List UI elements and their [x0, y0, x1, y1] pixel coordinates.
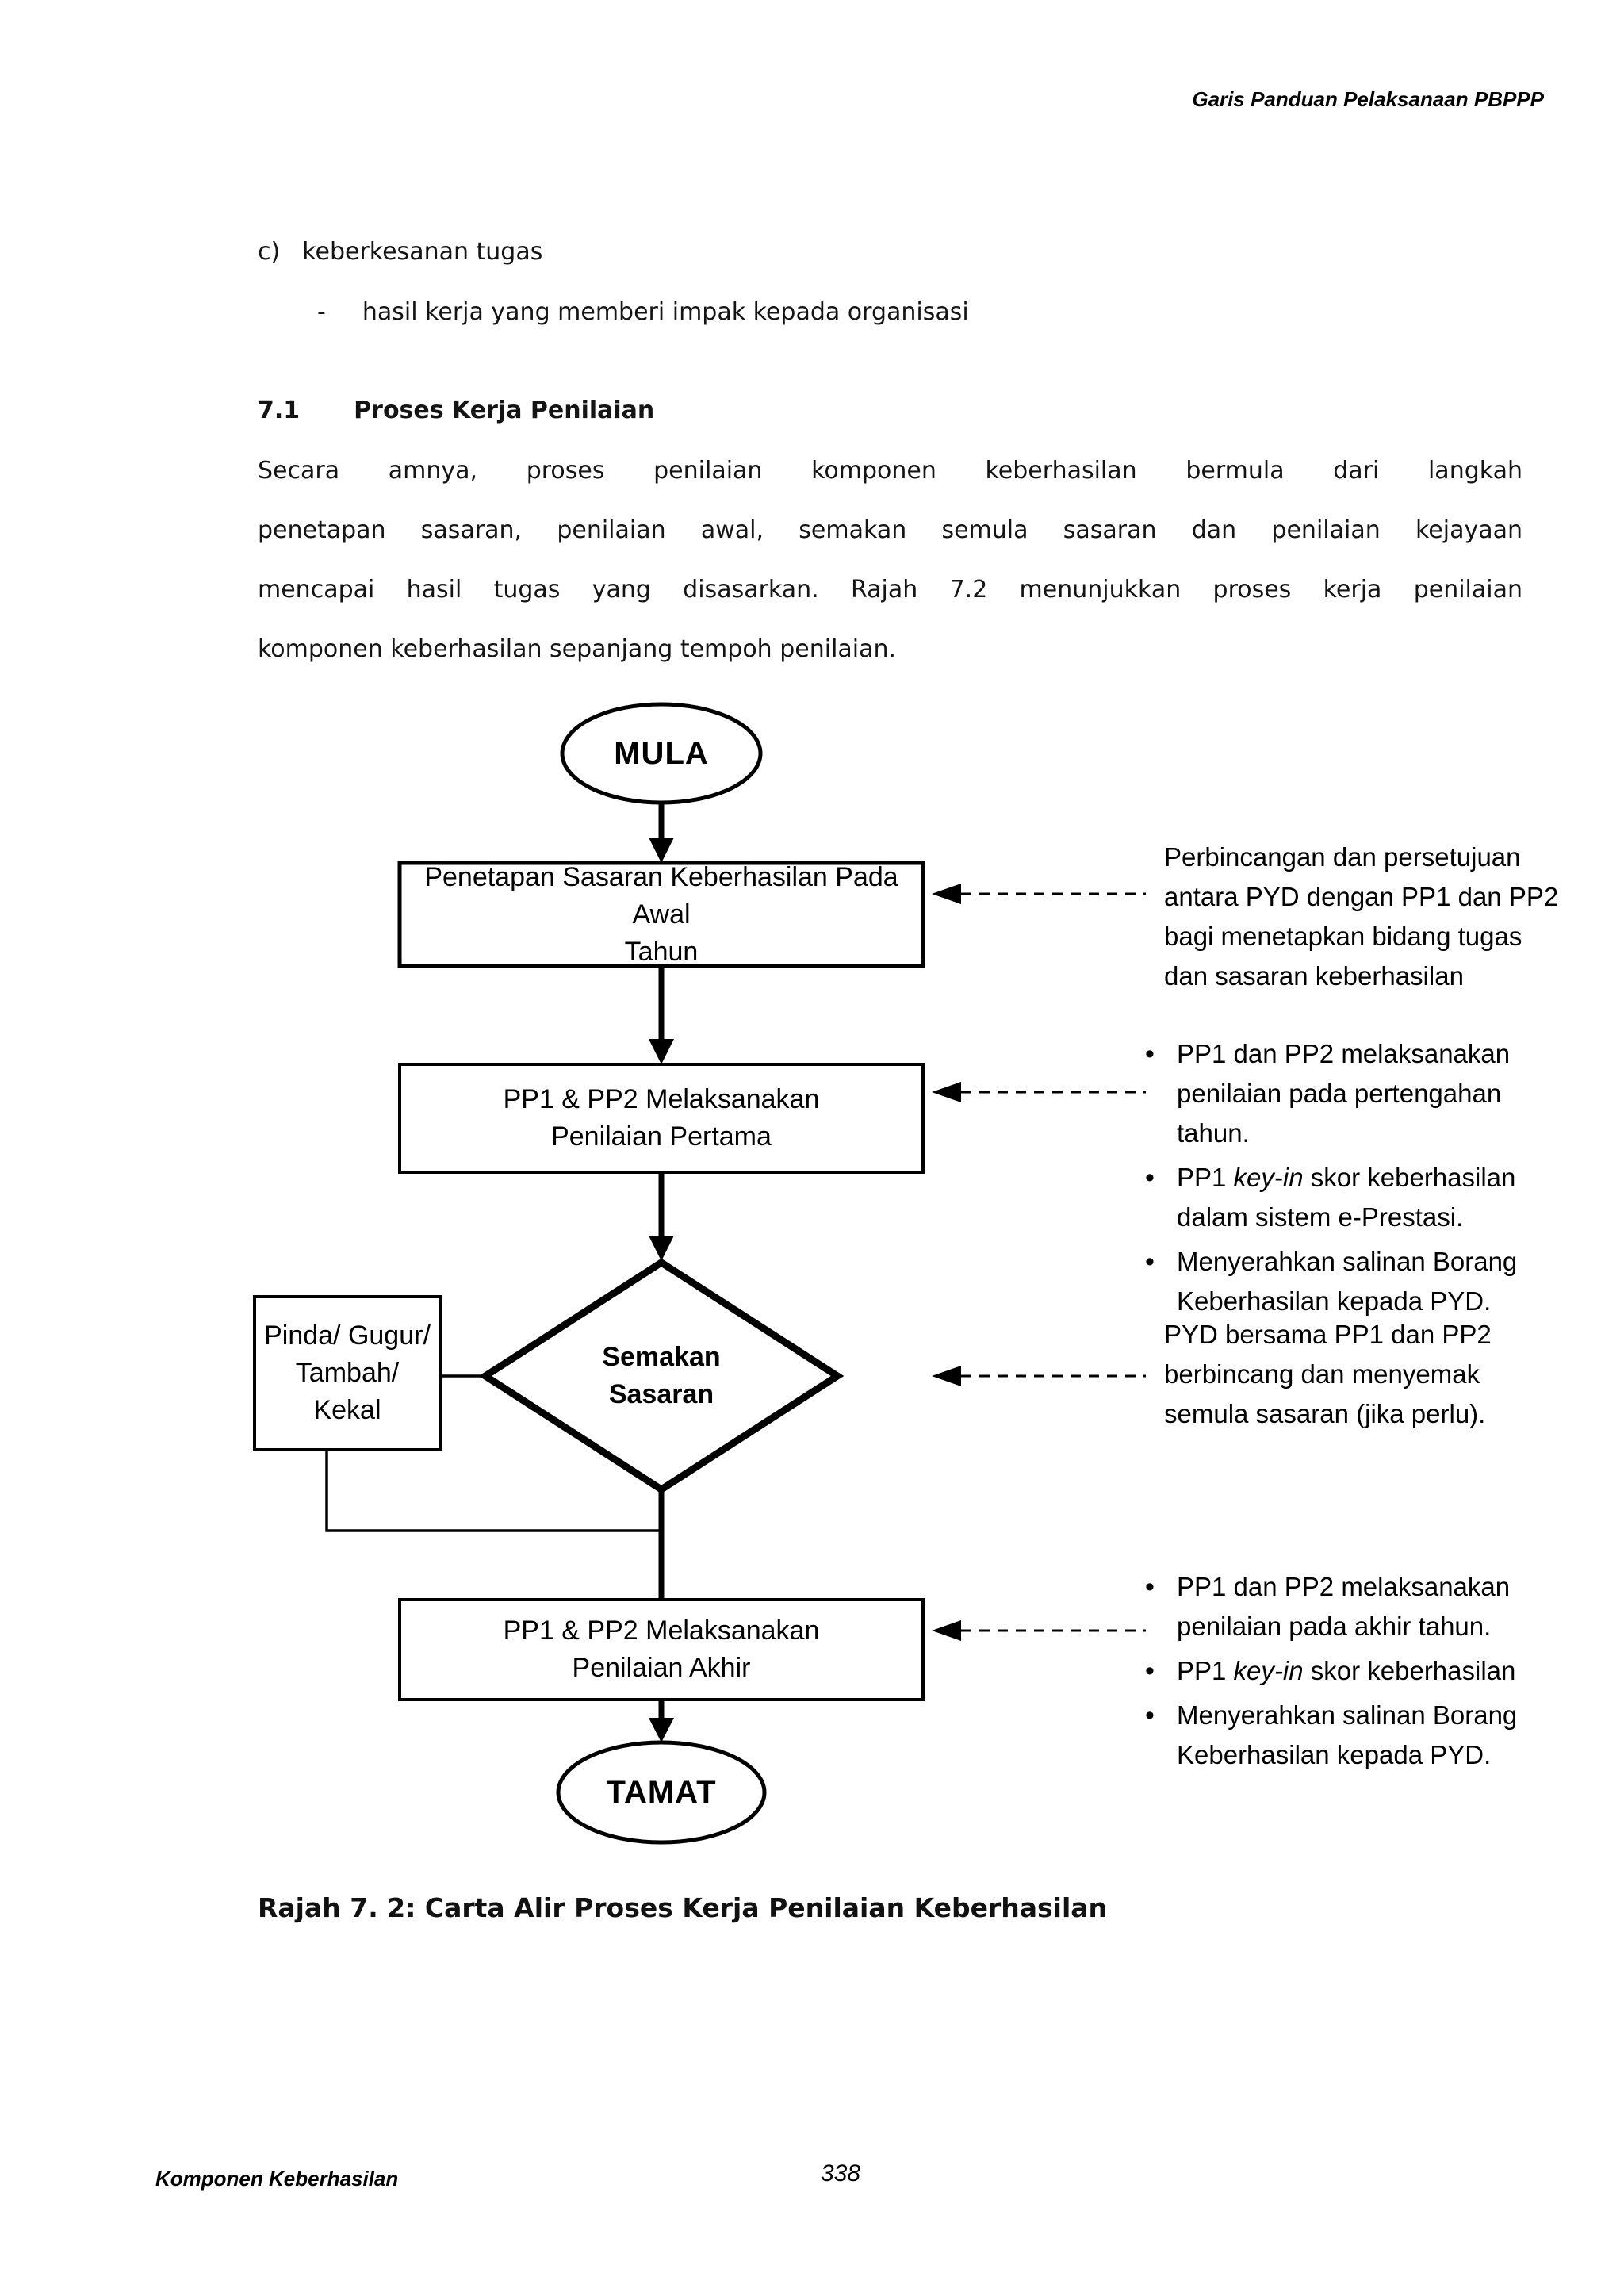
process-box-1-line2: Tahun — [624, 936, 699, 967]
annotation-decision: PYD bersama PP1 dan PP2 berbincang dan m… — [1164, 1315, 1492, 1434]
bullet-seg: skor keberhasilan — [1303, 1656, 1516, 1685]
bullet-text: PP1 key-in skor keberhasilan — [1177, 1651, 1538, 1691]
process-box-2-line2: Penilaian Pertama — [551, 1121, 772, 1152]
list-subitem-marker: - — [317, 298, 326, 326]
bullet-seg: PP1 dan PP2 melaksanakan penilaian pada … — [1177, 1572, 1511, 1641]
process-box-1-line1: Penetapan Sasaran Keberhasilan Pada Awal — [424, 861, 898, 930]
arrowhead-icon — [649, 1039, 674, 1064]
bullet-item: • Menyerahkan salinan Borang Keberhasila… — [1145, 1242, 1538, 1321]
side-option-line1: Pinda/ Gugur/ — [264, 1320, 431, 1351]
bullet-text: Menyerahkan salinan Borang Keberhasilan … — [1177, 1242, 1538, 1321]
bullet-text: PP1 dan PP2 melaksanakan penilaian pada … — [1177, 1567, 1538, 1646]
bullet-seg: PP1 — [1177, 1656, 1234, 1685]
figure-caption: Rajah 7. 2: Carta Alir Proses Kerja Peni… — [258, 1892, 1108, 1923]
annotation-line: Perbincangan dan persetujuan — [1164, 842, 1521, 872]
decision-line1: Semakan — [602, 1342, 721, 1372]
arrowhead-icon — [649, 1718, 674, 1742]
bullet-item: • PP1 key-in skor keberhasilan dalam sis… — [1145, 1158, 1538, 1237]
side-option-line2: Tambah/ Kekal — [295, 1358, 400, 1425]
bullet-seg: PP1 dan PP2 melaksanakan penilaian pada … — [1177, 1039, 1511, 1148]
side-option-box — [253, 1295, 442, 1451]
arrowhead-icon — [649, 1236, 674, 1261]
bullet-seg: PP1 — [1177, 1163, 1234, 1192]
bullet-item: • PP1 dan PP2 melaksanakan penilaian pad… — [1145, 1567, 1538, 1646]
annotation-line: semula sasaran (jika perlu). — [1164, 1399, 1486, 1428]
bullet-seg-italic: key-in — [1233, 1163, 1304, 1192]
bullet-seg: skor keberhasilan dalam sistem e-Prestas… — [1177, 1163, 1516, 1232]
arrowhead-icon — [932, 1620, 961, 1641]
paragraph-line: mencapai hasil tugas yang disasarkan. Ra… — [258, 576, 1522, 604]
bullet-seg-italic: key-in — [1233, 1656, 1304, 1685]
annotation-line: bagi menetapkan bidang tugas — [1164, 922, 1522, 951]
annotation-box3: • PP1 dan PP2 melaksanakan penilaian pad… — [1145, 1567, 1538, 1780]
process-box-3-line2: Penilaian Akhir — [572, 1653, 751, 1683]
bullet-icon: • — [1145, 1163, 1155, 1193]
end-terminal-ellipse — [556, 1740, 767, 1845]
bullet-text: Menyerahkan salinan Borang Keberhasilan … — [1177, 1696, 1538, 1775]
process-box-2-line1: PP1 & PP2 Melaksanakan — [503, 1084, 820, 1114]
bullet-item: • Menyerahkan salinan Borang Keberhasila… — [1145, 1696, 1538, 1775]
annotation-line: PYD bersama PP1 dan PP2 — [1164, 1320, 1492, 1349]
paragraph-line: Secara amnya, proses penilaian komponen … — [258, 457, 1522, 485]
dashed-arrow-ann4 — [932, 1620, 1146, 1641]
process-box-3-line1: PP1 & PP2 Melaksanakan — [503, 1616, 820, 1646]
bullet-item: • PP1 dan PP2 melaksanakan penilaian pad… — [1145, 1034, 1538, 1153]
side-option-box-label: Pinda/ Gugur/ Tambah/ Kekal — [259, 1301, 436, 1445]
page-number: 338 — [820, 2160, 861, 2187]
paragraph-line: komponen keberhasilan sepanjang tempoh p… — [258, 635, 897, 663]
bullet-text: PP1 key-in skor keberhasilan dalam siste… — [1177, 1158, 1538, 1237]
bullet-seg: Menyerahkan salinan Borang Keberhasilan … — [1177, 1700, 1518, 1769]
annotation-line: antara PYD dengan PP1 dan PP2 — [1164, 882, 1559, 911]
annotation-line: dan sasaran keberhasilan — [1164, 961, 1464, 991]
bullet-icon: • — [1145, 1572, 1155, 1602]
bullet-icon: • — [1145, 1247, 1155, 1277]
decision-line2: Sasaran — [608, 1379, 714, 1409]
dashed-arrow-ann2 — [932, 1082, 1146, 1102]
dashed-arrow-ann1 — [932, 884, 1146, 904]
arrowhead-icon — [649, 838, 674, 863]
list-item-c-text: keberkesanan tugas — [302, 238, 543, 266]
annotation-box2: • PP1 dan PP2 melaksanakan penilaian pad… — [1145, 1034, 1538, 1326]
arrowhead-icon — [932, 884, 961, 904]
section-title: Proses Kerja Penilaian — [354, 397, 655, 424]
bullet-icon: • — [1145, 1656, 1155, 1686]
bullet-seg: Menyerahkan salinan Borang Keberhasilan … — [1177, 1247, 1518, 1316]
end-terminal-label: TAMAT — [606, 1774, 717, 1810]
start-terminal-label: MULA — [614, 735, 709, 771]
bullet-icon: • — [1145, 1039, 1155, 1069]
section-heading: 7.1 Proses Kerja Penilaian — [258, 397, 654, 424]
page-header: Garis Panduan Pelaksanaan PBPPP — [1192, 87, 1544, 111]
section-number: 7.1 — [258, 397, 301, 424]
bullet-text: PP1 dan PP2 melaksanakan penilaian pada … — [1177, 1034, 1538, 1153]
list-item-c-marker: c) — [258, 238, 281, 266]
arrowhead-icon — [932, 1366, 961, 1386]
body-paragraph: Secara amnya, proses penilaian komponen … — [258, 441, 1522, 679]
decision-label: Semakan Sasaran — [503, 1318, 820, 1434]
process-box-3-label: PP1 & PP2 Melaksanakan Penilaian Akhir — [408, 1604, 915, 1695]
arrowhead-icon — [932, 1082, 961, 1102]
list-subitem-text: hasil kerja yang memberi impak kepada or… — [362, 298, 969, 326]
loop-connector — [325, 1450, 661, 1532]
paragraph-line: penetapan sasaran, penilaian awal, semak… — [258, 516, 1522, 544]
process-box-1-label: Penetapan Sasaran Keberhasilan Pada Awal… — [408, 862, 915, 967]
list-subitem: - hasil kerja yang memberi impak kepada o… — [317, 298, 969, 326]
list-item-c: c) keberkesanan tugas — [258, 238, 542, 266]
bullet-icon: • — [1145, 1700, 1155, 1731]
process-box-3 — [398, 1598, 925, 1701]
process-box-1 — [397, 861, 925, 968]
annotation-box1: Perbincangan dan persetujuan antara PYD … — [1164, 838, 1558, 996]
annotation-line: berbincang dan menyemak — [1164, 1359, 1480, 1389]
process-box-2-label: PP1 & PP2 Melaksanakan Penilaian Pertama — [408, 1069, 915, 1167]
footer-section-title: Komponen Keberhasilan — [155, 2167, 399, 2191]
dashed-arrow-ann3 — [932, 1366, 1146, 1386]
bullet-item: • PP1 key-in skor keberhasilan — [1145, 1651, 1538, 1691]
